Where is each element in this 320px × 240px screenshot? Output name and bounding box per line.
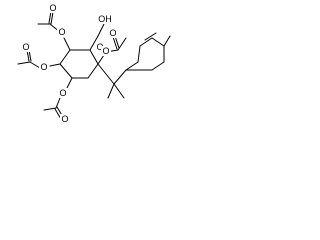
ring-bond <box>87 63 99 79</box>
ch2-oh-bond <box>97 23 105 37</box>
ring-bond <box>89 49 99 65</box>
acetate-bond <box>55 97 61 109</box>
c-c-bond <box>97 63 115 85</box>
acetate-bond <box>17 61 31 65</box>
cyclohexene-bond <box>125 61 139 71</box>
oxygen-label: O <box>58 27 65 37</box>
molecule-structure: OH O O O O O O O O O <box>17 3 171 124</box>
cyclohexene-bond <box>151 37 165 47</box>
ring-bond <box>59 49 71 65</box>
cyclohexene-double-bond <box>144 32 157 41</box>
atom-labels: OH O O O O O O O O O <box>21 3 118 124</box>
hydroxyl-label: OH <box>98 14 112 24</box>
acetate-double-bond <box>112 36 118 50</box>
ring-oxygen-label: O <box>96 42 103 52</box>
oxygen-label: O <box>40 62 47 72</box>
acetate-bond <box>63 37 71 51</box>
oxygen-label: O <box>61 114 68 124</box>
acetate-bond <box>49 63 61 67</box>
methyl-bond <box>113 83 125 99</box>
oxygen-label: O <box>22 42 29 52</box>
cyclohexene-bond <box>151 61 165 71</box>
oxygen-label: O <box>59 88 66 98</box>
oxygen-label: O <box>49 3 56 13</box>
acetate-bond <box>29 61 41 69</box>
cyclohexene-bond <box>139 37 153 47</box>
ch2-bond <box>89 35 99 51</box>
ring-bond <box>59 63 73 79</box>
methyl-bond <box>163 35 171 47</box>
methyl-bond <box>107 83 115 99</box>
cyclohexene-bond <box>137 45 141 63</box>
acetate-double-bond <box>50 11 54 25</box>
bonds <box>17 10 171 120</box>
c-c-bond <box>113 69 127 85</box>
oxygen-label: O <box>109 28 116 38</box>
oxygen-label: O <box>102 46 109 56</box>
acetate-bond <box>43 107 57 111</box>
